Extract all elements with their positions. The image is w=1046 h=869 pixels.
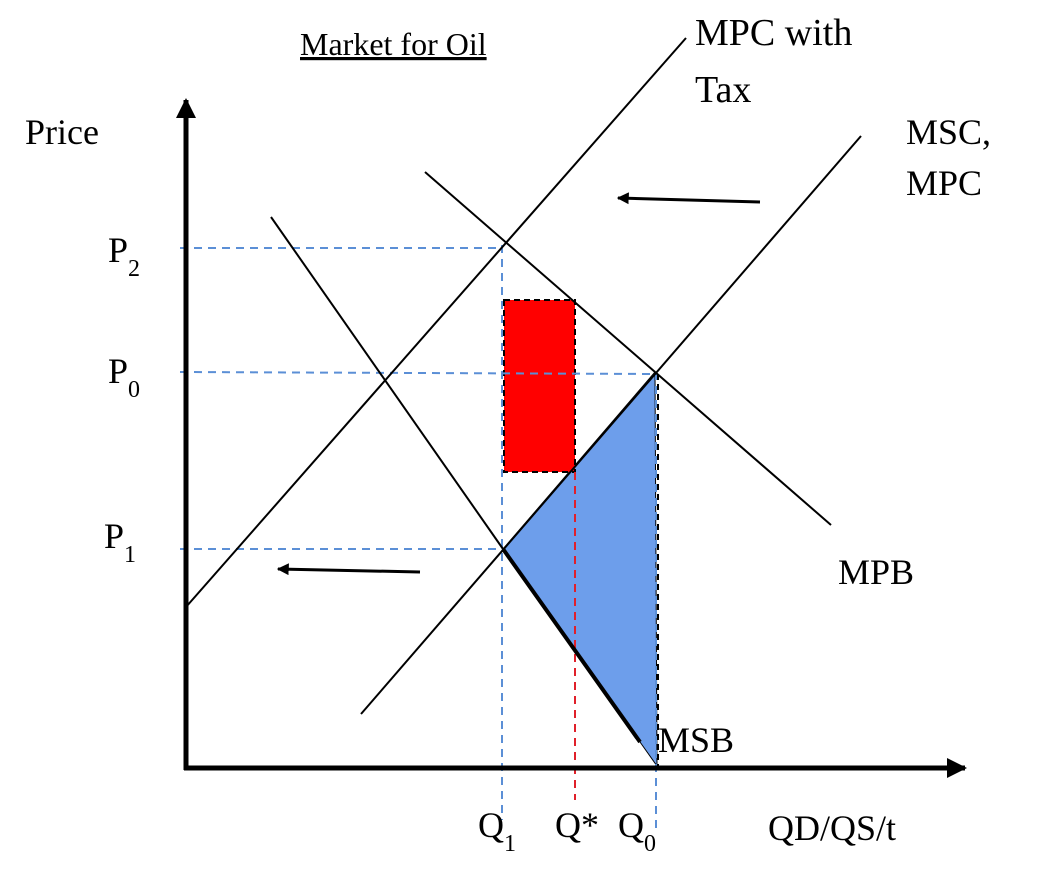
mpb-curve <box>424 171 832 526</box>
price-label-p0: P0 <box>108 351 140 403</box>
msb-curve <box>270 216 504 550</box>
msc-mpc-curve <box>360 135 862 715</box>
tax-revenue-box <box>503 299 576 473</box>
guide-lines <box>179 245 657 830</box>
quantity-label-qstar: Q* <box>555 805 599 845</box>
y-axis-label: Price <box>25 112 99 152</box>
mpc-tax-label-line2: Tax <box>695 69 751 111</box>
mpc-tax-label-line1: MPC with <box>695 12 852 54</box>
x-axis-label: QD/QS/t <box>768 808 896 848</box>
supply-shift-arrow <box>276 563 421 576</box>
p0-guide <box>179 371 656 375</box>
price-label-p2: P2 <box>108 230 140 282</box>
quantity-label-q1: Q1 <box>478 805 516 857</box>
mpb-label: MPB <box>838 552 914 592</box>
mpc-with-tax-curve <box>185 37 687 608</box>
msb-curve-lower <box>501 547 642 744</box>
quantity-label-q0: Q0 <box>618 805 656 857</box>
msb-label: MSB <box>658 720 734 760</box>
demand-shift-arrow <box>616 192 761 205</box>
msc-label-line2: MPC <box>906 163 982 203</box>
msc-label-line1: MSC, <box>906 112 991 152</box>
diagram-title: Market for Oil <box>300 26 487 62</box>
price-label-p1: P1 <box>104 516 136 568</box>
